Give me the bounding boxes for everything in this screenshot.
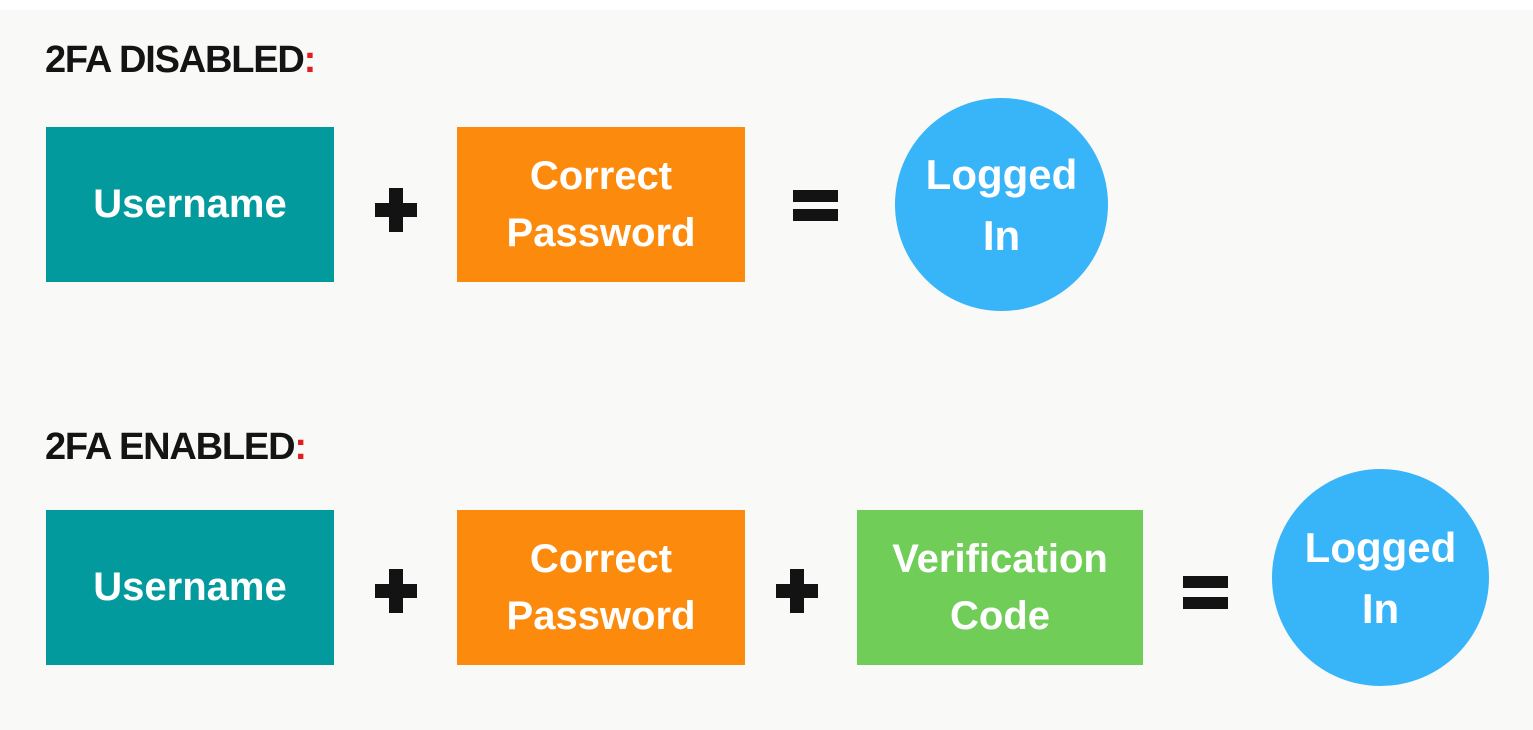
- plus-horizontal-bar: [776, 584, 818, 598]
- section-heading: 2FA DISABLED:: [45, 39, 317, 81]
- correct-password-box: Correct Password: [457, 127, 745, 282]
- username-box: Username: [46, 510, 334, 665]
- box-label: Username: [93, 565, 287, 609]
- heading-text: 2FA DISABLED: [45, 39, 305, 81]
- top-white-strip: [0, 0, 1533, 10]
- box-label-line2: Code: [950, 593, 1050, 638]
- logged-in-circle: Logged In: [1272, 469, 1489, 686]
- verification-code-box: Verification Code: [857, 510, 1143, 665]
- plus-horizontal-bar: [375, 584, 417, 598]
- circle-label-line2: In: [982, 211, 1021, 259]
- equals-bottom-bar: [1183, 597, 1228, 609]
- plus-horizontal-bar: [375, 203, 417, 217]
- plus-icon: [776, 569, 818, 613]
- equals-top-bar: [1183, 576, 1228, 588]
- box-label-line1: Correct: [529, 536, 673, 581]
- section-heading: 2FA ENABLED:: [45, 426, 307, 468]
- box-label-line1: Verification: [892, 536, 1108, 581]
- box-label-line2: Password: [506, 210, 696, 255]
- circle-label-line1: Logged: [1304, 523, 1457, 571]
- circle-label-line2: In: [1361, 584, 1400, 632]
- username-box: Username: [46, 127, 334, 282]
- circle-label-line1: Logged: [925, 150, 1078, 198]
- box-label: Username: [93, 182, 287, 226]
- equals-icon: [1183, 576, 1228, 609]
- logged-in-circle: Logged In: [895, 98, 1108, 311]
- equals-top-bar: [793, 190, 838, 202]
- correct-password-box: Correct Password: [457, 510, 745, 665]
- equals-icon: [793, 190, 838, 221]
- heading-colon: :: [303, 39, 317, 81]
- equals-bottom-bar: [793, 209, 838, 221]
- plus-icon: [375, 569, 417, 613]
- heading-text: 2FA ENABLED: [45, 426, 296, 468]
- plus-icon: [375, 188, 417, 232]
- box-label-line1: Correct: [529, 153, 673, 198]
- box-label-line2: Password: [506, 593, 696, 638]
- heading-colon: :: [294, 426, 307, 468]
